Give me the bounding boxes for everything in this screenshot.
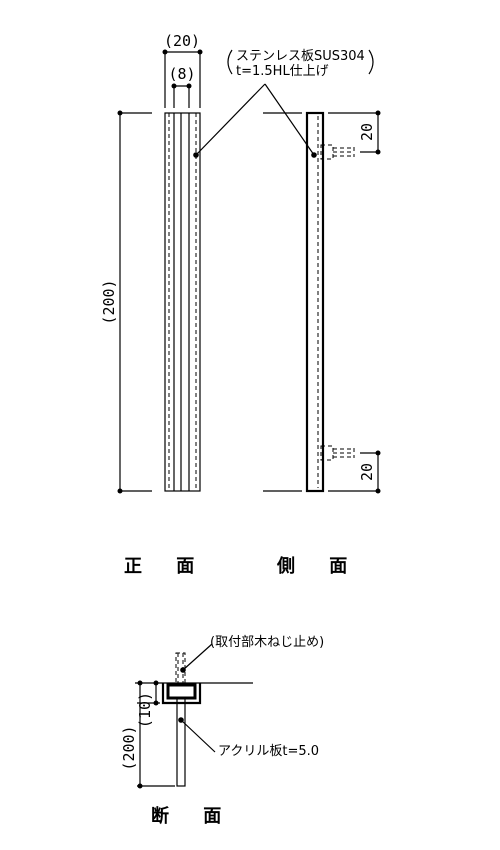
section-height-dim: (200) <box>120 725 138 770</box>
side-bottom-screw-hidden <box>320 445 355 461</box>
front-view-label: 正 面 <box>124 556 208 577</box>
side-view: 20 20 側 面 <box>263 110 381 577</box>
side-view-label: 側 面 <box>276 555 361 577</box>
material-note-line2: t=1.5HL仕上げ <box>236 64 329 79</box>
front-height-dim: (200) <box>100 279 118 324</box>
material-note-open-paren <box>227 49 233 75</box>
section-view-label: 断 面 <box>151 805 235 827</box>
section-acrylic-plate <box>176 697 186 787</box>
section-acrylic-note: アクリル板t=5.0 <box>218 744 319 759</box>
section-view: (10) (200) (取付部木ねじ止め) アクリル板t=5.0 断 面 <box>120 635 324 827</box>
front-inner-dim: (8) <box>168 65 195 83</box>
side-plate-outline <box>305 111 325 493</box>
section-fix-leader <box>182 643 213 671</box>
section-acrylic-leader <box>180 719 216 753</box>
material-note: ステンレス板SUS304 t=1.5HL仕上げ <box>193 49 374 158</box>
section-depth-dim: (10) <box>136 692 154 728</box>
section-fix-note: (取付部木ねじ止め) <box>210 635 324 650</box>
section-channel-insert <box>166 683 197 700</box>
front-view: (20) (8) (200) 正 面 <box>100 32 208 577</box>
material-leader-front <box>195 83 266 156</box>
side-top-dim: 20 <box>358 123 376 141</box>
material-note-close-paren <box>368 49 374 75</box>
material-leader-side <box>264 83 315 156</box>
material-note-line1: ステンレス板SUS304 <box>236 49 365 64</box>
front-plate-outline <box>164 112 201 492</box>
side-top-screw-hidden <box>320 144 355 160</box>
front-width-dim: (20) <box>164 32 200 50</box>
side-bottom-dim: 20 <box>358 463 376 481</box>
